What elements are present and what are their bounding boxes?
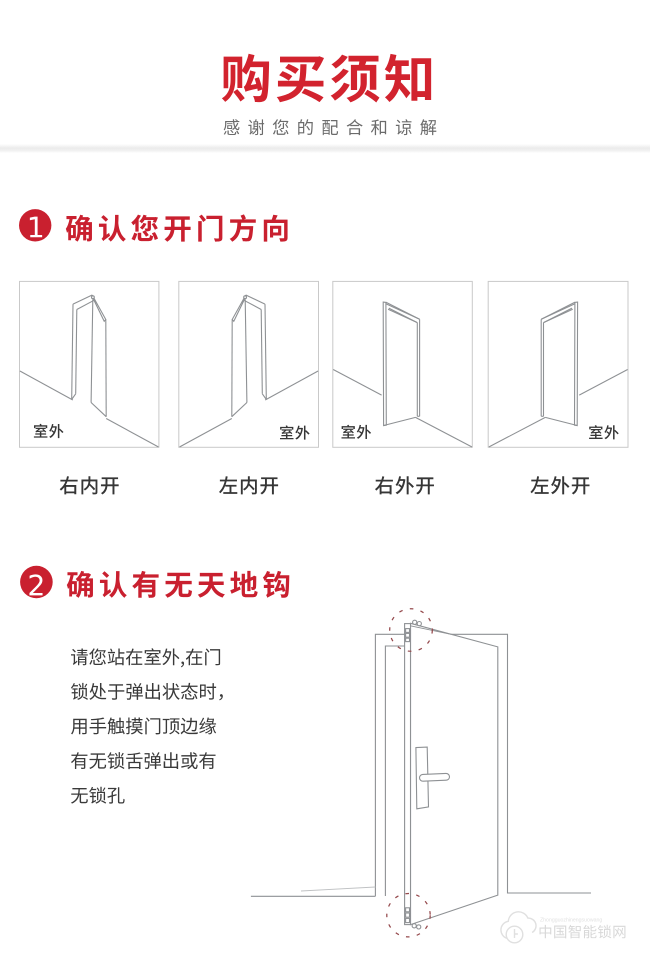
svg-text:Zhongguozhinengsuowang: Zhongguozhinengsuowang [540,918,602,924]
